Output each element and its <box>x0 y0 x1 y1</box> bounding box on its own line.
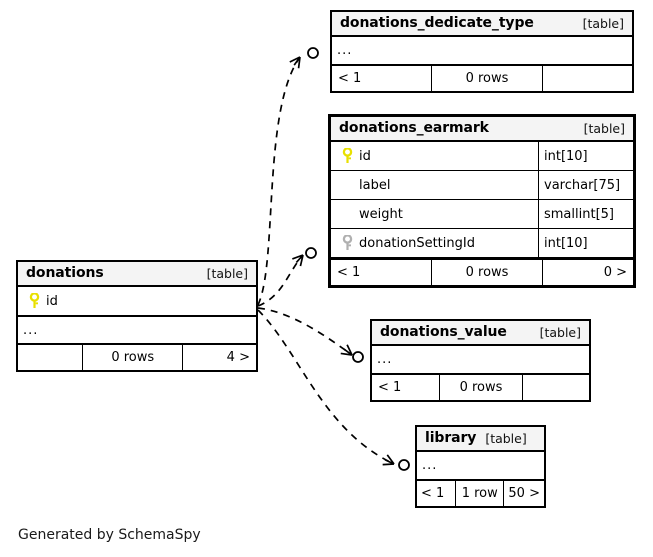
table-title: donations <box>26 265 104 281</box>
table-title: donations_earmark <box>339 120 489 136</box>
table-library[interactable]: library [table] ... < 1 1 row 50 > <box>415 425 546 508</box>
table-footer: 0 rows 4 > <box>18 343 256 370</box>
table-donations_value[interactable]: donations_value [table] ... < 1 0 rows <box>370 319 591 402</box>
table-donations_dedicate_type[interactable]: donations_dedicate_type [table] ... < 1 … <box>330 10 634 93</box>
footer-parent-count: < 1 <box>337 265 361 280</box>
footer-child-count: 50 > <box>503 481 544 506</box>
column-type: int[10] <box>538 229 633 257</box>
table-kind-tag: [table] <box>583 120 625 136</box>
table-footer: < 1 0 rows <box>332 64 632 91</box>
footer-child-count <box>542 66 632 91</box>
columns-ellipsis: ... <box>377 352 393 367</box>
foreign-key-icon <box>338 235 357 251</box>
footer-row-count: 1 row <box>455 481 503 506</box>
footer-row-count: 0 rows <box>82 345 182 370</box>
edge-donations-to-donations_value <box>257 307 353 356</box>
generated-by-caption: Generated by SchemaSpy <box>18 527 201 543</box>
column-row-id[interactable]: id int[10] <box>331 142 633 171</box>
table-title: donations_dedicate_type <box>340 15 534 31</box>
footer-child-count: 4 > <box>182 345 256 370</box>
column-label: weight <box>359 206 403 222</box>
column-label: id <box>359 148 371 164</box>
table-donations[interactable]: donations [table] id ... 0 rows 4 > <box>16 260 258 372</box>
column-name-cell: weight <box>331 200 538 228</box>
footer-parent-count: < 1 <box>421 486 445 501</box>
table-kind-tag: [table] <box>206 265 248 281</box>
footer-parent-count: < 1 <box>378 380 402 395</box>
table-title: library <box>425 430 477 446</box>
footer-child-count <box>521 375 589 400</box>
footer-row-count: 0 rows <box>430 260 543 285</box>
table-footer: < 1 0 rows <box>372 373 589 400</box>
columns-ellipsis: ... <box>18 316 256 343</box>
table-donations_earmark[interactable]: donations_earmark [table] id int[10] lab… <box>328 114 636 288</box>
column-row-label[interactable]: label varchar[75] <box>331 171 633 200</box>
footer-parent-count: < 1 <box>338 71 362 86</box>
column-name-cell: label <box>331 171 538 199</box>
column-label: label <box>359 177 391 193</box>
column-row-weight[interactable]: weight smallint[5] <box>331 200 633 229</box>
column-name-cell: id <box>18 287 256 315</box>
column-type: int[10] <box>538 142 633 170</box>
footer-child-count: 0 > <box>542 260 633 285</box>
footer-parent-count <box>18 345 82 370</box>
table-header: library [table] <box>417 427 544 452</box>
columns-ellipsis: ... <box>422 458 438 473</box>
table-title: donations_value <box>380 324 507 340</box>
table-header: donations_dedicate_type [table] <box>332 12 632 37</box>
column-name-cell: donationSettingId <box>331 229 538 257</box>
table-footer: < 1 1 row 50 > <box>417 479 544 506</box>
column-row-donationSettingId[interactable]: donationSettingId int[10] <box>331 229 633 258</box>
edge-donations-to-donations_dedicate_type <box>257 56 301 306</box>
column-row-id[interactable]: id <box>18 287 256 316</box>
primary-key-icon <box>25 293 44 309</box>
table-kind-tag: [table] <box>582 15 624 31</box>
footer-row-count: 0 rows <box>431 66 542 91</box>
column-label: id <box>46 293 58 309</box>
column-label: donationSettingId <box>359 235 475 251</box>
table-header: donations [table] <box>18 262 256 287</box>
column-name-cell: id <box>331 142 538 170</box>
table-kind-tag: [table] <box>485 430 527 446</box>
table-kind-tag: [table] <box>539 324 581 340</box>
footer-row-count: 0 rows <box>439 375 521 400</box>
edge-donations-to-donations_earmark <box>257 254 304 307</box>
table-header: donations_earmark [table] <box>331 117 633 142</box>
column-type: varchar[75] <box>538 171 633 199</box>
table-footer: < 1 0 rows 0 > <box>331 258 633 285</box>
table-header: donations_value [table] <box>372 321 589 346</box>
column-type: smallint[5] <box>538 200 633 228</box>
primary-key-icon <box>338 148 357 164</box>
columns-ellipsis: ... <box>337 43 353 58</box>
